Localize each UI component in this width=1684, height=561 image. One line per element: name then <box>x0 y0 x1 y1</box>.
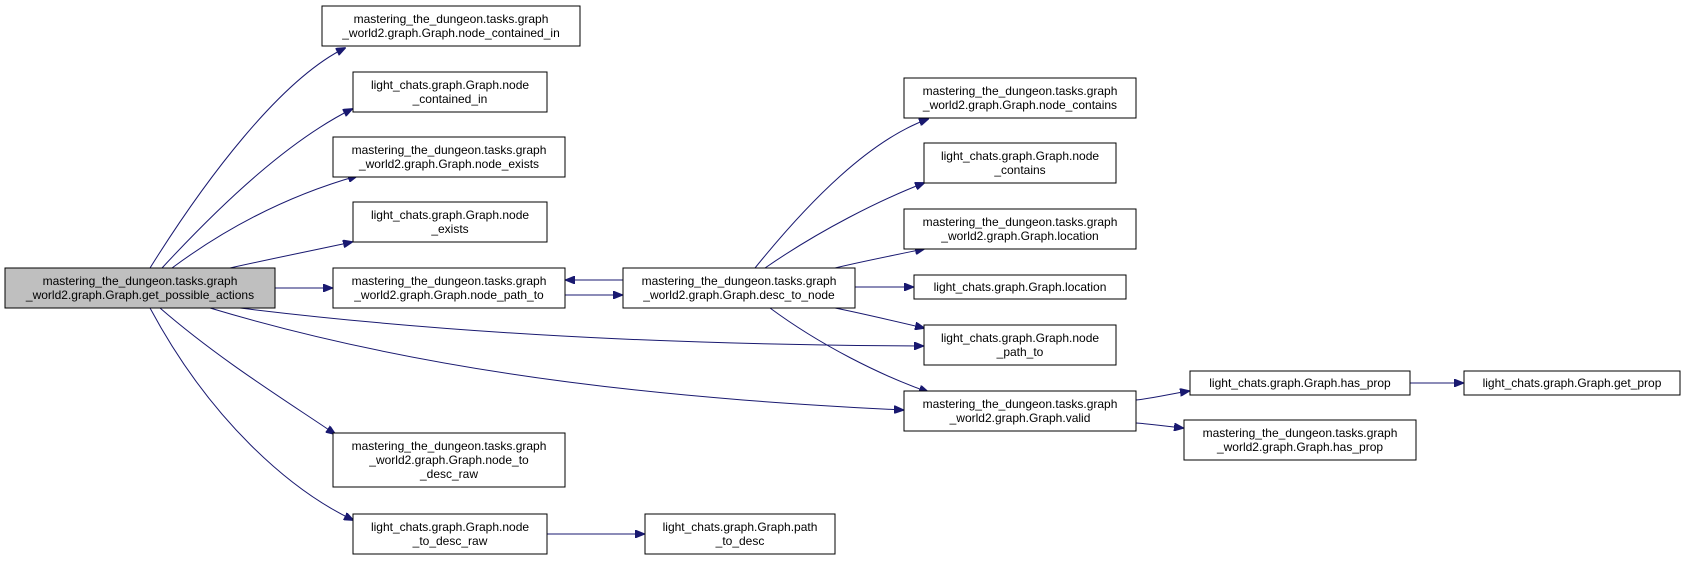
node-label: _exists <box>430 222 468 236</box>
node-label: _desc_raw <box>419 467 478 481</box>
edge-mtd_valid-to-lc_has_prop <box>1135 391 1189 401</box>
node-lc_path_to_desc[interactable]: light_chats.graph.Graph.path_to_desc <box>644 513 836 555</box>
node-label: light_chats.graph.Graph.node <box>371 78 529 92</box>
node-box[interactable] <box>321 5 581 47</box>
node-label: light_chats.graph.Graph.location <box>934 280 1107 294</box>
node-box[interactable] <box>332 432 566 488</box>
node-label: light_chats.graph.Graph.has_prop <box>1209 376 1391 390</box>
node-label: _world2.graph.Graph.valid <box>949 411 1091 425</box>
node-lc_node_exists[interactable]: light_chats.graph.Graph.node_exists <box>352 201 548 243</box>
edge-root-to-lc_node_to_desc_raw <box>149 307 353 520</box>
node-label: _world2.graph.Graph.node_exists <box>358 157 539 171</box>
node-label: _world2.graph.Graph.node_path_to <box>353 288 544 302</box>
node-label: light_chats.graph.Graph.node <box>371 520 529 534</box>
node-label: _contained_in <box>412 92 488 106</box>
node-lc_has_prop[interactable]: light_chats.graph.Graph.has_prop <box>1189 370 1411 396</box>
edges-layer <box>149 48 1463 534</box>
node-label: light_chats.graph.Graph.node <box>941 149 1099 163</box>
edge-root-to-lc_node_contained_in <box>161 109 352 269</box>
node-box[interactable] <box>903 77 1137 119</box>
node-lc_get_prop[interactable]: light_chats.graph.Graph.get_prop <box>1463 370 1681 396</box>
node-box[interactable] <box>903 390 1137 432</box>
edge-root-to-mtd_valid <box>209 307 903 410</box>
edge-mtd_valid-to-mtd_has_prop <box>1135 422 1183 428</box>
node-mtd_location[interactable]: mastering_the_dungeon.tasks.graph_world2… <box>903 208 1137 250</box>
node-label: _world2.graph.Graph.node_contained_in <box>341 26 560 40</box>
node-box[interactable] <box>622 267 856 309</box>
node-box[interactable] <box>644 513 836 555</box>
edge-mtd_desc_to_node-to-lc_node_contains <box>764 183 924 269</box>
node-label: mastering_the_dungeon.tasks.graph <box>352 143 547 157</box>
node-mtd_desc_to_node[interactable]: mastering_the_dungeon.tasks.graph_world2… <box>622 267 856 309</box>
node-lc_node_to_desc_raw[interactable]: light_chats.graph.Graph.node_to_desc_raw <box>352 513 548 555</box>
node-label: light_chats.graph.Graph.node <box>941 331 1099 345</box>
node-box[interactable] <box>1183 419 1417 461</box>
node-label: mastering_the_dungeon.tasks.graph <box>352 274 547 288</box>
node-box[interactable] <box>352 513 548 555</box>
edge-mtd_desc_to_node-to-mtd_valid <box>769 307 928 392</box>
node-box[interactable] <box>1463 370 1681 396</box>
node-label: _to_desc <box>715 534 765 548</box>
node-label: _path_to <box>996 345 1044 359</box>
node-box[interactable] <box>913 274 1127 300</box>
node-mtd_node_contains[interactable]: mastering_the_dungeon.tasks.graph_world2… <box>903 77 1137 119</box>
node-label: mastering_the_dungeon.tasks.graph <box>923 84 1118 98</box>
node-box[interactable] <box>352 201 548 243</box>
node-lc_node_contains[interactable]: light_chats.graph.Graph.node_contains <box>923 142 1117 184</box>
node-label: _world2.graph.Graph.has_prop <box>1216 440 1383 454</box>
edge-root-to-lc_node_exists <box>229 242 352 269</box>
node-label: mastering_the_dungeon.tasks.graph <box>354 12 549 26</box>
node-label: mastering_the_dungeon.tasks.graph <box>1203 426 1398 440</box>
node-root[interactable]: mastering_the_dungeon.tasks.graph_world2… <box>4 267 276 309</box>
node-mtd_node_to_desc_raw[interactable]: mastering_the_dungeon.tasks.graph_world2… <box>332 432 566 488</box>
edge-mtd_desc_to_node-to-mtd_location <box>834 249 924 269</box>
node-box[interactable] <box>352 71 548 113</box>
node-label: mastering_the_dungeon.tasks.graph <box>43 274 238 288</box>
nodes-layer: mastering_the_dungeon.tasks.graph_world2… <box>4 5 1681 555</box>
node-label: light_chats.graph.Graph.node <box>371 208 529 222</box>
node-label: mastering_the_dungeon.tasks.graph <box>642 274 837 288</box>
node-box[interactable] <box>332 136 566 178</box>
node-label: light_chats.graph.Graph.get_prop <box>1483 376 1662 390</box>
edge-root-to-lc_node_path_to <box>239 307 923 346</box>
edge-root-to-mtd_node_to_desc_raw <box>159 307 335 434</box>
edge-root-to-mtd_node_contained_in <box>149 48 345 269</box>
node-label: _world2.graph.Graph.location <box>940 229 1098 243</box>
node-label: light_chats.graph.Graph.path <box>663 520 818 534</box>
node-label: _world2.graph.Graph.desc_to_node <box>642 288 835 302</box>
node-label: _to_desc_raw <box>412 534 488 548</box>
node-box[interactable] <box>332 267 566 309</box>
node-label: _world2.graph.Graph.node_to <box>368 453 529 467</box>
node-lc_location[interactable]: light_chats.graph.Graph.location <box>913 274 1127 300</box>
edge-mtd_desc_to_node-to-mtd_node_contains <box>754 119 928 269</box>
edge-mtd_desc_to_node-to-lc_node_path_to <box>834 307 924 328</box>
node-label: _contains <box>993 163 1045 177</box>
node-lc_node_path_to[interactable]: light_chats.graph.Graph.node_path_to <box>923 324 1117 366</box>
node-box[interactable] <box>903 208 1137 250</box>
node-mtd_has_prop[interactable]: mastering_the_dungeon.tasks.graph_world2… <box>1183 419 1417 461</box>
node-label: mastering_the_dungeon.tasks.graph <box>923 215 1118 229</box>
node-label: mastering_the_dungeon.tasks.graph <box>923 397 1118 411</box>
node-mtd_node_contained_in[interactable]: mastering_the_dungeon.tasks.graph_world2… <box>321 5 581 47</box>
node-lc_node_contained_in[interactable]: light_chats.graph.Graph.node_contained_i… <box>352 71 548 113</box>
node-box[interactable] <box>923 324 1117 366</box>
node-label: _world2.graph.Graph.get_possible_actions <box>25 288 254 302</box>
node-mtd_valid[interactable]: mastering_the_dungeon.tasks.graph_world2… <box>903 390 1137 432</box>
node-mtd_node_exists[interactable]: mastering_the_dungeon.tasks.graph_world2… <box>332 136 566 178</box>
node-mtd_node_path_to[interactable]: mastering_the_dungeon.tasks.graph_world2… <box>332 267 566 309</box>
node-box[interactable] <box>923 142 1117 184</box>
node-label: _world2.graph.Graph.node_contains <box>922 98 1117 112</box>
node-box[interactable] <box>4 267 276 309</box>
node-box[interactable] <box>1189 370 1411 396</box>
node-label: mastering_the_dungeon.tasks.graph <box>352 439 547 453</box>
edge-root-to-mtd_node_exists <box>171 176 357 269</box>
